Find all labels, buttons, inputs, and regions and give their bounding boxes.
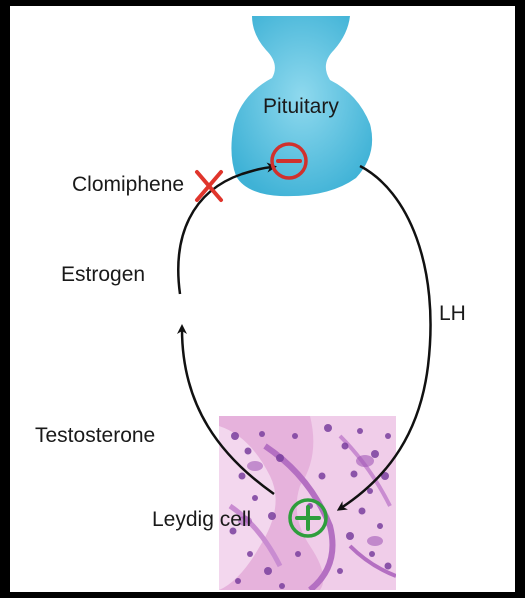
estrogen-label: Estrogen [61,263,146,286]
estrogen-arrow [177,162,277,295]
pituitary-label: Pituitary [263,95,339,118]
lh-arrow [336,164,432,511]
feedback-loop-diagram [177,16,432,590]
testosterone-arrow [177,324,275,496]
testosterone-label: Testosterone [35,424,156,447]
leydig-cell-label: Leydig cell [152,508,252,531]
minus-circle-icon [270,142,308,180]
lh-label: LH [439,302,466,325]
red-x-icon [195,170,223,202]
leydig-histology-image [219,416,396,590]
diagram-canvas: Pituitary Clomiphene Estrogen LH Testost… [10,6,515,592]
clomiphene-label: Clomiphene [72,173,185,196]
plus-circle-icon [288,498,328,538]
pituitary-gland [231,16,373,197]
